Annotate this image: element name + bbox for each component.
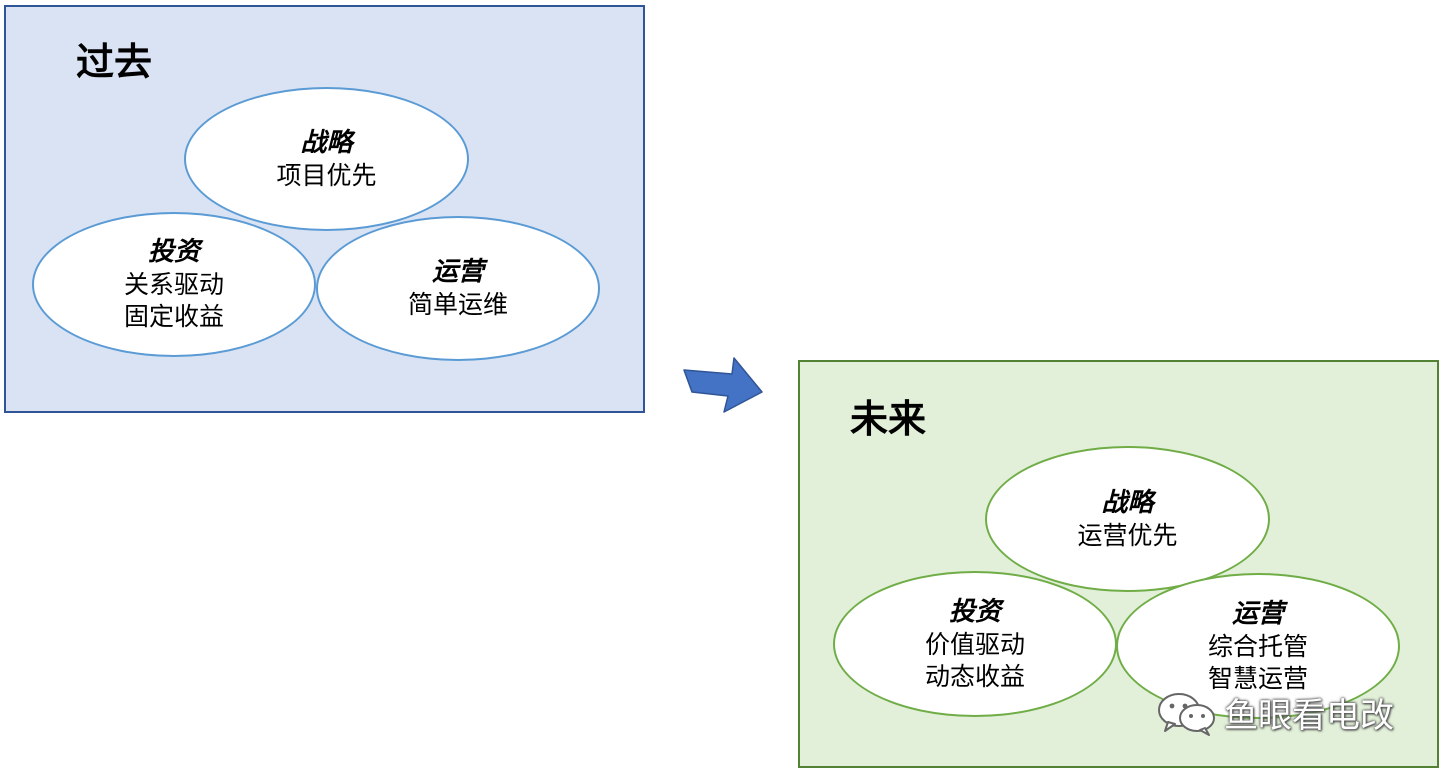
future-investment-ellipse: 投资 价值驱动 动态收益 xyxy=(833,571,1117,717)
past-investment-heading: 投资 xyxy=(147,237,200,267)
future-investment-heading: 投资 xyxy=(948,596,1001,627)
past-panel-title: 过去 xyxy=(76,40,153,84)
future-strategy-ellipse: 战略 运营优先 xyxy=(985,446,1270,592)
future-investment-line-2: 动态收益 xyxy=(924,661,1025,691)
watermark-text: 鱼眼看电改 xyxy=(1224,696,1394,736)
past-operation-line-1: 简单运维 xyxy=(407,290,508,319)
past-panel: 过去 战略 项目优先 投资 关系驱动 固定收益 运营 简单运维 xyxy=(4,5,645,413)
past-strategy-line-1: 项目优先 xyxy=(276,160,377,190)
past-investment-ellipse: 投资 关系驱动 固定收益 xyxy=(32,212,316,357)
future-operation-line-1: 综合托管 xyxy=(1207,631,1308,661)
past-investment-line-1: 关系驱动 xyxy=(123,270,224,299)
future-strategy-heading: 战略 xyxy=(1101,487,1154,518)
transition-arrow-icon xyxy=(683,357,763,413)
future-panel-title: 未来 xyxy=(850,397,927,441)
future-operation-line-2: 智慧运营 xyxy=(1207,663,1308,693)
future-panel: 未来 战略 运营优先 投资 价值驱动 动态收益 运营 综合托管 智慧运营 xyxy=(798,360,1439,768)
past-strategy-ellipse: 战略 项目优先 xyxy=(184,87,469,231)
past-strategy-heading: 战略 xyxy=(300,127,353,158)
watermark: 鱼眼看电改 xyxy=(1156,688,1394,737)
past-operation-ellipse: 运营 简单运维 xyxy=(316,216,600,361)
future-operation-ellipse: 运营 综合托管 智慧运营 xyxy=(1116,573,1400,719)
future-strategy-line-1: 运营优先 xyxy=(1077,520,1178,550)
future-operation-heading: 运营 xyxy=(1231,598,1284,629)
future-investment-line-1: 价值驱动 xyxy=(924,629,1025,659)
wechat-icon xyxy=(1158,692,1215,736)
past-investment-line-2: 固定收益 xyxy=(123,302,224,331)
past-operation-heading: 运营 xyxy=(431,257,484,287)
